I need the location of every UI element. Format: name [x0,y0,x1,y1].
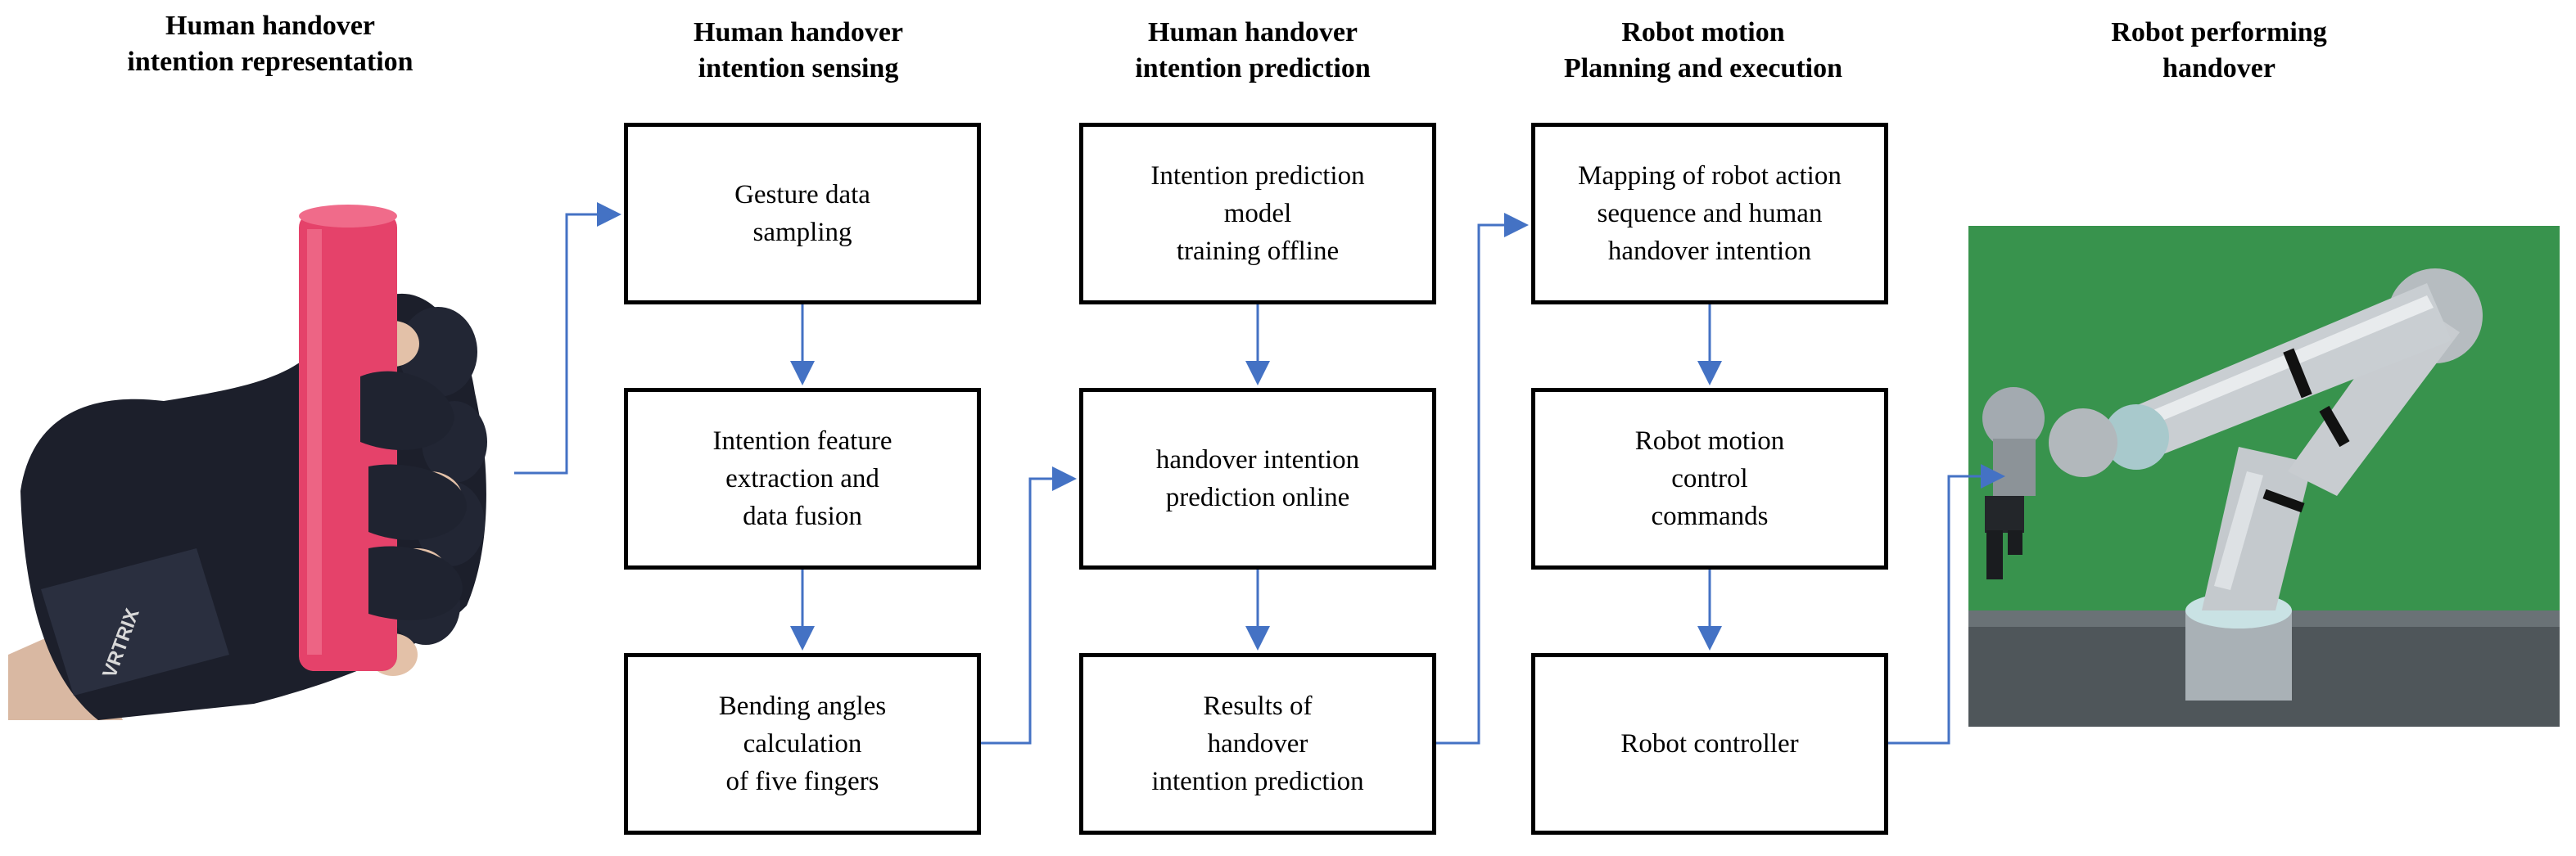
robot-motion-control-commands-box: Robot motion control commands [1531,388,1888,570]
robot-illustration [1968,226,2560,727]
robot-arm-photo [1968,226,2560,727]
intention-prediction-training-box: Intention prediction model training offl… [1079,123,1436,304]
robot-controller-box: Robot controller [1531,653,1888,835]
bending-angles-calculation-box: Bending angles calculation of five finge… [624,653,981,835]
arrow-bending-to-online [981,466,1077,745]
handover-intention-prediction-online-box: handover intention prediction online [1079,388,1436,570]
hand-glove-photo: VRTRIX [8,196,499,720]
arrow-results-to-mapping [1436,213,1529,745]
results-handover-intention-prediction-box: Results of handover intention prediction [1079,653,1436,835]
glove-illustration: VRTRIX [8,205,487,720]
arrow-controller-to-robot [1888,464,2005,745]
heading-intention-sensing: Human handover intention sensing [694,17,903,83]
heading-intention-representation: Human handover intention representation [127,11,414,77]
gesture-data-sampling-box: Gesture data sampling [624,123,981,304]
intention-feature-extraction-box: Intention feature extraction and data fu… [624,388,981,570]
arrow-hand-to-sampling [514,202,621,475]
heading-intention-prediction: Human handover intention prediction [1135,17,1371,83]
heading-robot-performing-handover: Robot performing handover [2111,17,2327,83]
heading-robot-motion-planning: Robot motion Planning and execution [1563,17,1843,83]
mapping-robot-action-box: Mapping of robot action sequence and hum… [1531,123,1888,304]
